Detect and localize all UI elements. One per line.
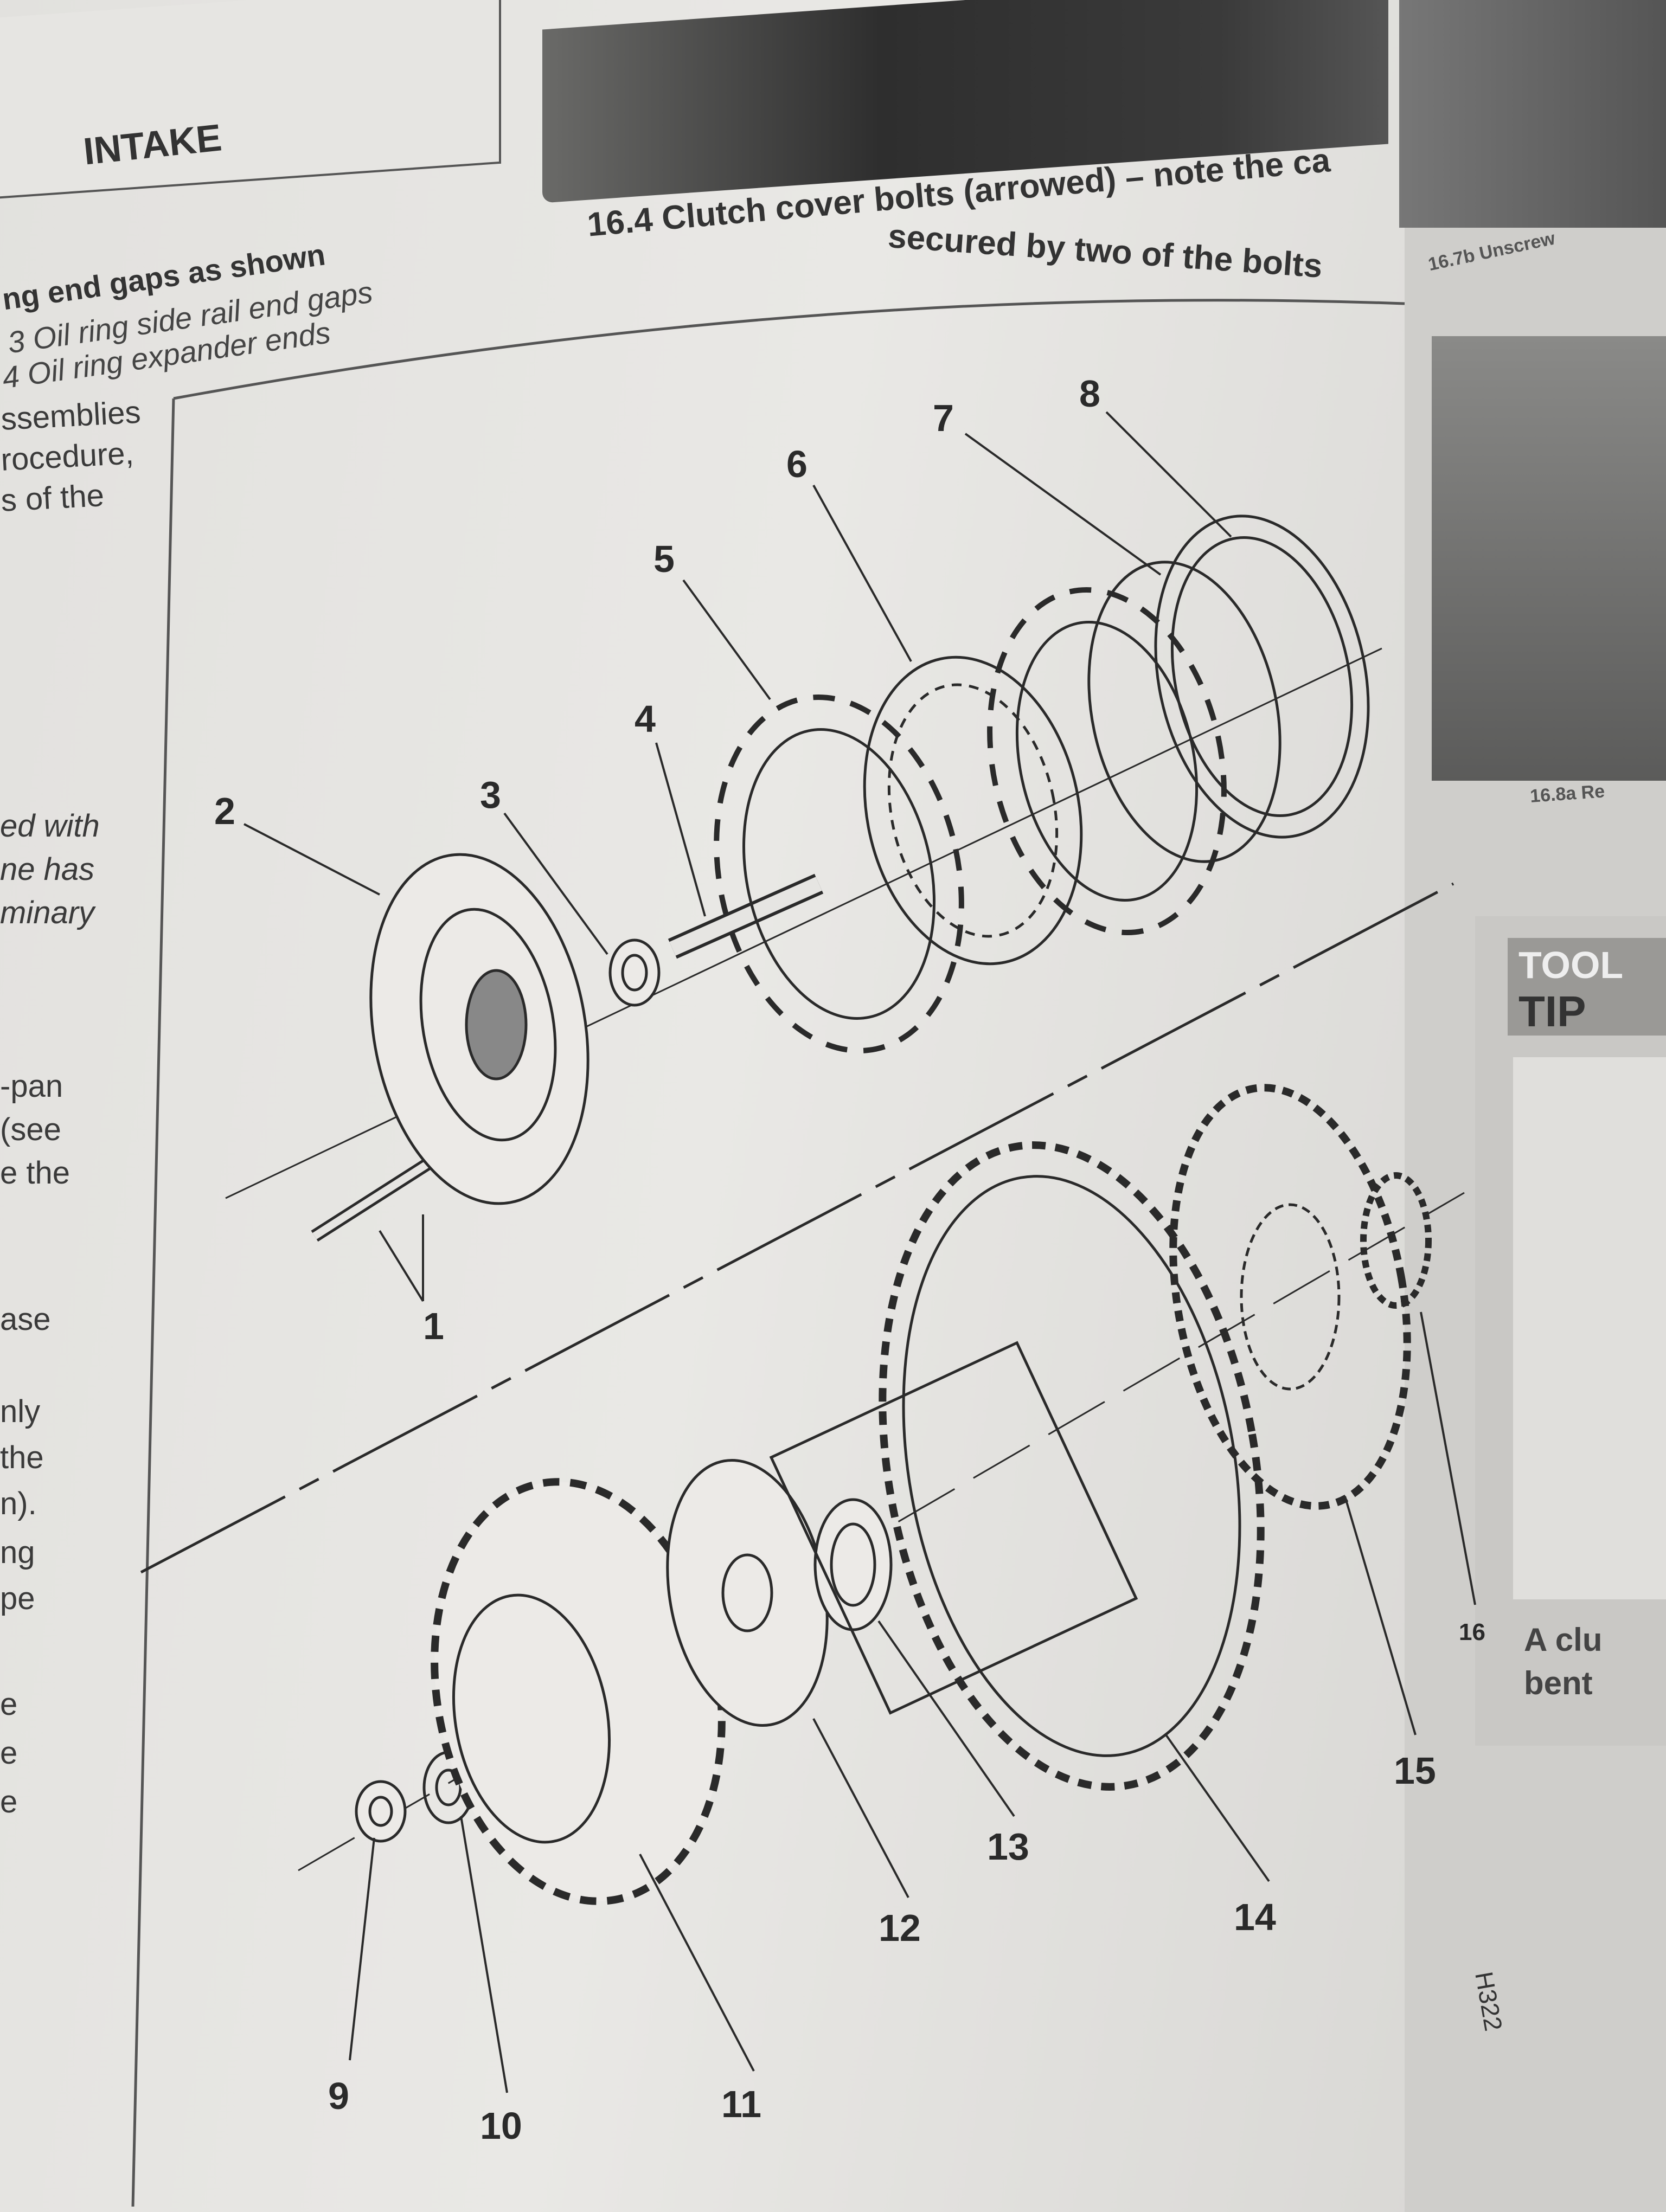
part-label-5: 5 xyxy=(653,538,675,580)
text-line: ne has xyxy=(0,852,95,887)
part-label-3: 3 xyxy=(480,774,501,816)
manual-page xyxy=(0,0,1432,2212)
tool-tip-box: TOOL TIP A clu bent xyxy=(1475,916,1666,1746)
text-line: minary xyxy=(0,895,95,930)
bearing xyxy=(608,938,661,1007)
part-label-7: 7 xyxy=(933,397,954,439)
right-photo-mid xyxy=(1432,336,1666,781)
part-number-labels: 1 2 3 4 5 6 7 8 9 10 11 12 13 14 15 16 H… xyxy=(214,372,1508,2147)
part-label-14: 14 xyxy=(1234,1896,1276,1938)
text-line: the xyxy=(0,1440,44,1475)
text-line: ng xyxy=(0,1535,35,1570)
figure-code: H322 xyxy=(1470,1970,1508,2033)
part-label-12: 12 xyxy=(879,1907,921,1949)
driven-gear xyxy=(1169,1084,1411,1510)
oil-pump-drive-gear xyxy=(1360,1172,1432,1309)
text-line: e xyxy=(0,1784,18,1819)
text-line: pe xyxy=(0,1581,35,1616)
tool-tip-title: TOOL xyxy=(1518,944,1624,986)
text-line: n). xyxy=(0,1486,37,1521)
part-label-8: 8 xyxy=(1079,372,1100,415)
friction-plate-outer xyxy=(987,587,1227,936)
text-line: e xyxy=(0,1735,18,1771)
bush xyxy=(813,1498,893,1631)
text-line: ed with xyxy=(0,808,100,844)
tool-tip-text: bent xyxy=(1524,1665,1593,1701)
pushrod xyxy=(668,873,824,959)
part-label-16: 16 xyxy=(1459,1619,1485,1645)
clutch-housing xyxy=(769,1141,1265,1791)
part-label-1: 1 xyxy=(423,1305,444,1347)
nut xyxy=(355,1780,407,1843)
plain-plate xyxy=(863,655,1083,966)
right-photo-top xyxy=(1399,0,1666,228)
part-label-4: 4 xyxy=(635,698,656,740)
part-label-6: 6 xyxy=(786,443,808,485)
part-label-2: 2 xyxy=(214,790,235,832)
part-label-13: 13 xyxy=(987,1825,1029,1868)
tool-tip-title: TIP xyxy=(1518,987,1586,1036)
text-line: -pan xyxy=(0,1069,63,1104)
tool-tip-image xyxy=(1513,1057,1666,1599)
diagram-border xyxy=(131,299,1405,2207)
text-line: e xyxy=(0,1687,18,1722)
friction-plate xyxy=(714,694,964,1054)
pressure-plate xyxy=(369,853,589,1205)
leader-lines xyxy=(244,411,1476,2093)
text-line: e the xyxy=(0,1155,70,1191)
section-divider xyxy=(140,882,1454,1574)
text-line: nly xyxy=(0,1394,41,1429)
anti-judder-rings xyxy=(1087,515,1370,863)
tool-tip-text: A clu xyxy=(1524,1622,1603,1658)
part-label-15: 15 xyxy=(1394,1750,1436,1792)
part-label-11: 11 xyxy=(721,2083,761,2125)
tool-tip-badge: TOOL TIP xyxy=(1508,938,1666,1036)
text-line: ase xyxy=(0,1302,51,1337)
part-label-10: 10 xyxy=(480,2105,522,2147)
text-line: (see xyxy=(0,1112,61,1147)
part-label-9: 9 xyxy=(328,2075,349,2117)
